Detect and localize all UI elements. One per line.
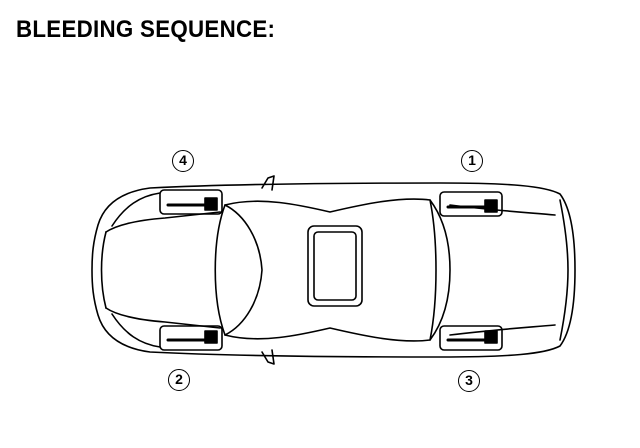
trunk-edge bbox=[100, 231, 107, 309]
wheel-rear-right bbox=[159, 189, 223, 215]
rear-window bbox=[224, 204, 263, 336]
sunroof-inner bbox=[313, 231, 357, 301]
wheel-front-right bbox=[439, 191, 503, 217]
trunk-stripe-bottom bbox=[111, 313, 161, 348]
mirror-bottom bbox=[261, 349, 275, 365]
mirror-top bbox=[261, 175, 275, 191]
front-bumper bbox=[559, 199, 569, 341]
car-body-outline bbox=[91, 182, 576, 358]
trunk-stripe-top bbox=[111, 192, 161, 227]
hood-crease-bottom bbox=[449, 324, 556, 336]
wheel-front-left bbox=[439, 325, 503, 351]
trunk-panel-lower bbox=[105, 307, 221, 329]
windshield bbox=[429, 199, 451, 341]
sequence-marker-1: 1 bbox=[461, 150, 483, 172]
sequence-marker-3: 3 bbox=[458, 370, 480, 392]
sequence-marker-4: 4 bbox=[172, 150, 194, 172]
wheel-rear-left bbox=[159, 325, 223, 351]
page-title: BLEEDING SEQUENCE: bbox=[16, 16, 276, 43]
sunroof bbox=[307, 225, 363, 307]
sequence-marker-2: 2 bbox=[168, 369, 190, 391]
trunk-panel bbox=[105, 211, 221, 233]
cabin-outline bbox=[214, 198, 437, 342]
